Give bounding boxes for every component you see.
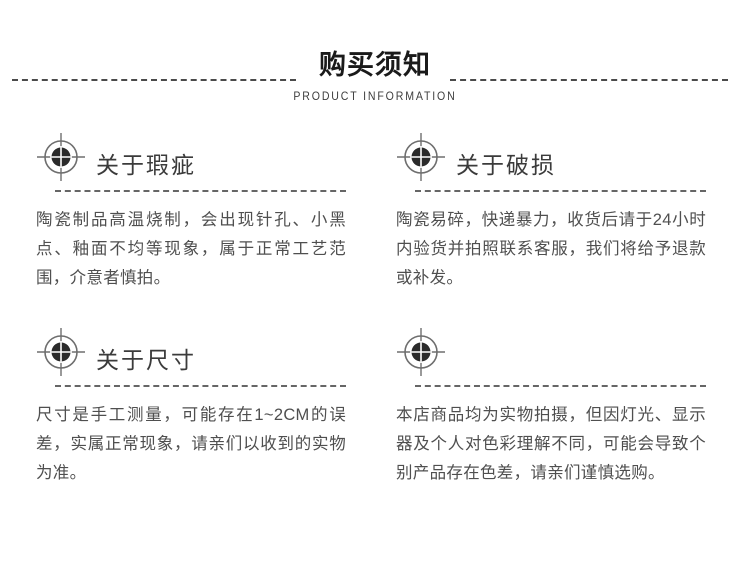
notice-body: 本店商品均为实物拍摄，但因灯光、显示器及个人对色彩理解不同，可能会导致个别产品存…	[396, 406, 706, 482]
page-subtitle: PRODUCT INFORMATION	[293, 89, 457, 103]
notice-header: 关于瑕疵	[36, 128, 348, 190]
notice-divider	[55, 385, 346, 387]
notice-header: 关于尺寸	[36, 323, 348, 385]
notice-body: 尺寸是手工测量，可能存在1~2CM的误差，实属正常现象，请亲们以收到的实物为准。	[36, 406, 346, 482]
crosshair-target-icon	[396, 132, 446, 182]
page-header: 购买须知 PRODUCT INFORMATION	[0, 0, 750, 118]
crosshair-target-icon	[396, 327, 446, 377]
header-divider-left	[12, 79, 296, 81]
notice-divider	[415, 385, 706, 387]
crosshair-target-icon	[36, 132, 86, 182]
page-title: 购买须知	[319, 50, 431, 80]
notice-body: 陶瓷制品高温烧制，会出现针孔、小黑点、釉面不均等现象，属于正常工艺范围，介意者慎…	[36, 211, 346, 287]
notice-block-damage: 关于破损 陶瓷易碎，快递暴力，收货后请于24小时内验货并拍照联系客服，我们将给予…	[396, 128, 708, 293]
notice-title: 关于瑕疵	[96, 152, 196, 178]
notice-header	[396, 323, 708, 385]
notice-divider	[415, 190, 706, 192]
notice-divider	[55, 190, 346, 192]
notice-header: 关于破损	[396, 128, 708, 190]
notice-grid: 关于瑕疵 陶瓷制品高温烧制，会出现针孔、小黑点、釉面不均等现象，属于正常工艺范围…	[0, 118, 750, 562]
header-divider-right	[450, 79, 728, 81]
notice-block-color: 本店商品均为实物拍摄，但因灯光、显示器及个人对色彩理解不同，可能会导致个别产品存…	[396, 323, 708, 488]
notice-title: 关于尺寸	[96, 347, 196, 373]
notice-block-size: 关于尺寸 尺寸是手工测量，可能存在1~2CM的误差，实属正常现象，请亲们以收到的…	[36, 323, 348, 488]
crosshair-target-icon	[36, 327, 86, 377]
notice-body: 陶瓷易碎，快递暴力，收货后请于24小时内验货并拍照联系客服，我们将给予退款或补发…	[396, 211, 706, 287]
notice-block-flaws: 关于瑕疵 陶瓷制品高温烧制，会出现针孔、小黑点、釉面不均等现象，属于正常工艺范围…	[36, 128, 348, 293]
notice-title: 关于破损	[456, 152, 556, 178]
